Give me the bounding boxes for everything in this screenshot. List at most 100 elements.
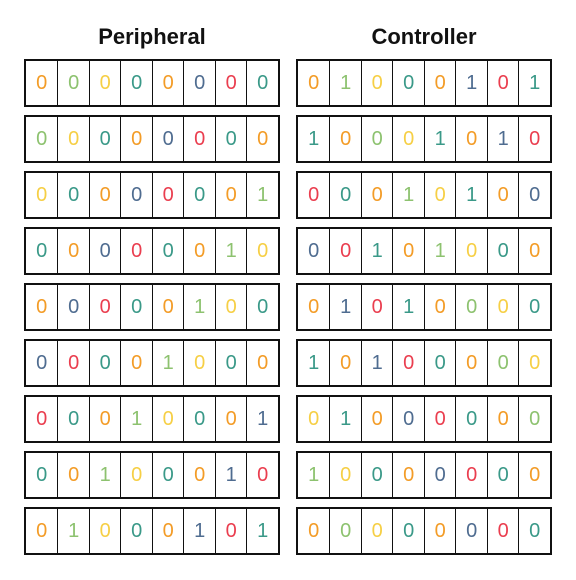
controller-title: Controller: [371, 24, 477, 49]
peripheral-bit-cell: 0: [88, 173, 121, 217]
peripheral-bit-cell: 0: [57, 453, 89, 497]
peripheral-bit-cell: 0: [183, 229, 215, 273]
controller-bit-cell: 0: [486, 61, 519, 105]
controller-bit-cell: 0: [329, 453, 361, 497]
controller-bit-cell: 0: [423, 285, 456, 329]
controller-bit-cell: 0: [423, 453, 456, 497]
controller-bit-cell: 1: [329, 285, 361, 329]
controller-bit-cell: 0: [308, 71, 320, 94]
peripheral-bit-cell: 0: [183, 117, 215, 161]
peripheral-bit-cell: 0: [36, 239, 48, 262]
controller-bit-cell: 0: [308, 519, 320, 542]
peripheral-bit-cell: 1: [183, 285, 215, 329]
peripheral-bit-cell: 0: [57, 173, 89, 217]
controller-bit-cell: 1: [329, 61, 361, 105]
peripheral-bit-cell: 0: [246, 117, 278, 161]
controller-bit-cell: 0: [486, 229, 519, 273]
controller-bit-cell: 0: [329, 341, 361, 385]
peripheral-bit-cell: 0: [36, 519, 48, 542]
controller-bit-cell: 0: [486, 285, 519, 329]
peripheral-bit-cell: 0: [36, 407, 48, 430]
peripheral-bit-cell: 0: [151, 229, 184, 273]
peripheral-bit-cell: 0: [183, 173, 215, 217]
controller-bit-cell: 0: [308, 239, 320, 262]
controller-bit-cell: 0: [518, 341, 550, 385]
peripheral-bit-cell: 0: [36, 351, 48, 374]
peripheral-bit-cell: 1: [183, 509, 215, 553]
controller-bit-cell: 1: [423, 229, 456, 273]
controller-bit-cell: 0: [423, 61, 456, 105]
controller-bit-cell: 1: [360, 229, 393, 273]
controller-bit-cell: 1: [455, 173, 487, 217]
peripheral-bit-cell: 0: [183, 341, 215, 385]
peripheral-bit-cell: 0: [183, 453, 215, 497]
controller-bit-cell: 0: [329, 509, 361, 553]
peripheral-bit-cell: 1: [214, 229, 247, 273]
peripheral-bit-cell: 1: [120, 397, 152, 441]
peripheral-bit-cell: 0: [246, 229, 278, 273]
peripheral-bit-cell: 0: [214, 117, 247, 161]
controller-bit-cell: 0: [518, 173, 550, 217]
peripheral-bit-cell: 0: [88, 341, 121, 385]
peripheral-bit-cell: 0: [36, 463, 48, 486]
controller-bit-cell: 0: [486, 173, 519, 217]
controller-bit-cell: 0: [360, 173, 393, 217]
peripheral-bit-cell: 0: [36, 295, 48, 318]
peripheral-bit-cell: 0: [57, 61, 89, 105]
controller-bit-cell: 0: [392, 341, 424, 385]
peripheral-bit-cell: 0: [214, 61, 247, 105]
controller-bit-cell: 1: [486, 117, 519, 161]
peripheral-bit-cell: 0: [120, 173, 152, 217]
peripheral-bit-cell: 0: [57, 229, 89, 273]
peripheral-bit-cell: 0: [120, 229, 152, 273]
peripheral-bit-cell: 0: [120, 453, 152, 497]
peripheral-bit-cell: 0: [88, 229, 121, 273]
controller-bit-cell: 0: [360, 509, 393, 553]
controller-bit-cell: 0: [455, 341, 487, 385]
peripheral-bit-cell: 0: [57, 341, 89, 385]
controller-bit-cell: 1: [329, 397, 361, 441]
peripheral-bit-cell: 0: [120, 61, 152, 105]
controller-bit-cell: 1: [308, 127, 320, 150]
peripheral-bit-cell: 0: [246, 61, 278, 105]
peripheral-bit-cell: 0: [88, 509, 121, 553]
controller-bit-cell: 0: [308, 183, 320, 206]
controller-bit-cell: 1: [423, 117, 456, 161]
peripheral-title: Peripheral: [98, 24, 206, 49]
peripheral-bit-cell: 0: [120, 117, 152, 161]
controller-bit-cell: 0: [392, 229, 424, 273]
peripheral-bit-cell: 1: [57, 509, 89, 553]
controller-bit-cell: 0: [423, 509, 456, 553]
controller-bit-cell: 0: [423, 341, 456, 385]
peripheral-bit-cell: 0: [246, 453, 278, 497]
controller-bit-cell: 0: [486, 397, 519, 441]
controller-bit-cell: 0: [392, 453, 424, 497]
controller-bit-cell: 0: [423, 173, 456, 217]
peripheral-bit-cell: 0: [246, 341, 278, 385]
peripheral-bit-cell: 0: [36, 127, 48, 150]
peripheral-bit-cell: 0: [88, 117, 121, 161]
controller-bit-cell: 0: [455, 453, 487, 497]
peripheral-bit-cell: 0: [151, 509, 184, 553]
controller-bit-cell: 0: [329, 229, 361, 273]
controller-bit-cell: 0: [455, 285, 487, 329]
controller-bit-cell: 0: [360, 285, 393, 329]
controller-bit-cell: 0: [518, 453, 550, 497]
controller-bit-cell: 0: [486, 341, 519, 385]
controller-bit-cell: 1: [455, 61, 487, 105]
controller-bit-cell: 0: [308, 295, 320, 318]
peripheral-bit-cell: 0: [214, 173, 247, 217]
controller-bit-cell: 0: [360, 117, 393, 161]
